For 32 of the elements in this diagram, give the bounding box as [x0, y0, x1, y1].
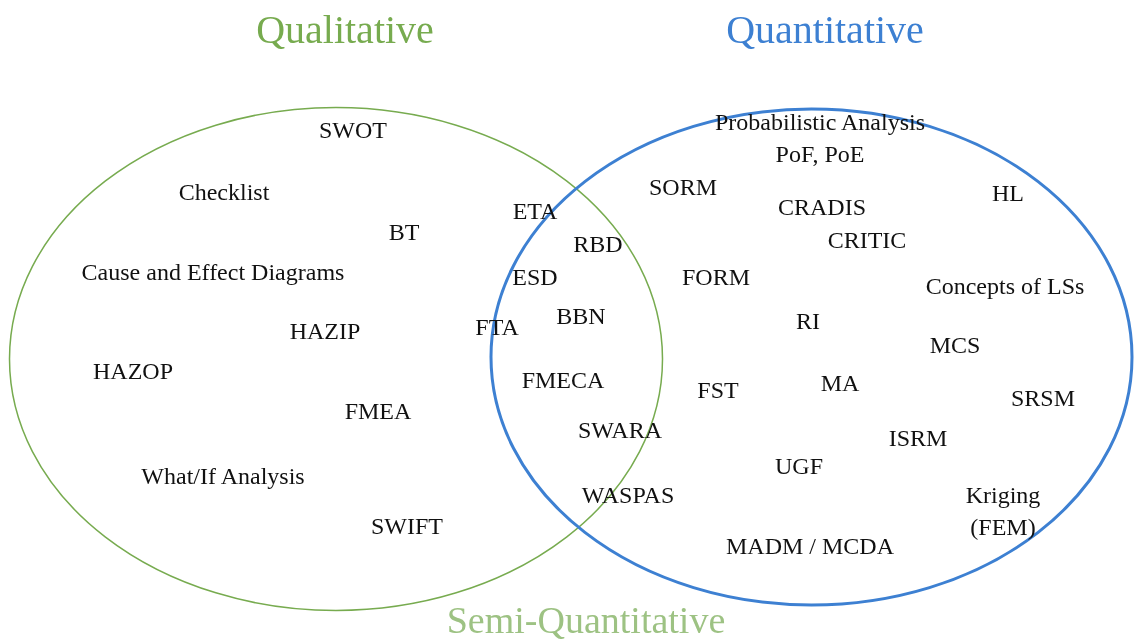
method-label: BBN: [556, 302, 606, 331]
method-label: MCS: [929, 331, 981, 360]
method-label: MADM / MCDA: [726, 532, 894, 561]
method-label: SORM: [649, 173, 717, 202]
set-heading: Qualitative: [256, 8, 434, 52]
method-label: RI: [796, 307, 820, 336]
method-label: FMECA: [521, 366, 605, 395]
method-label: ISRM: [888, 424, 948, 453]
method-label: SWOT: [319, 116, 387, 145]
method-label: Cause and Effect Diagrams: [81, 258, 345, 287]
method-label: HAZIP: [289, 317, 361, 346]
method-label: SRSM: [1011, 384, 1075, 413]
method-label: What/If Analysis: [141, 462, 305, 491]
method-label: CRITIC: [827, 226, 907, 255]
method-label: Probabilistic Analysis PoF, PoE: [714, 108, 926, 169]
method-label: SWIFT: [371, 512, 443, 541]
method-label: Checklist: [178, 178, 270, 207]
method-label: MA: [820, 369, 860, 398]
method-label: ESD: [512, 263, 558, 292]
set-heading: Quantitative: [726, 8, 924, 52]
method-label: CRADIS: [778, 193, 866, 222]
method-label: FST: [697, 376, 739, 405]
method-label: RBD: [573, 230, 623, 259]
method-label: UGF: [775, 452, 823, 481]
method-label: BT: [388, 218, 420, 247]
method-label: Concepts of LSs: [925, 272, 1085, 301]
method-label: HL: [992, 179, 1024, 208]
method-label: FORM: [682, 263, 750, 292]
method-label: Kriging (FEM): [964, 481, 1042, 542]
method-label: HAZOP: [93, 357, 173, 386]
method-label: FMEA: [344, 397, 412, 426]
region-label: Semi-Quantitative: [446, 599, 726, 641]
